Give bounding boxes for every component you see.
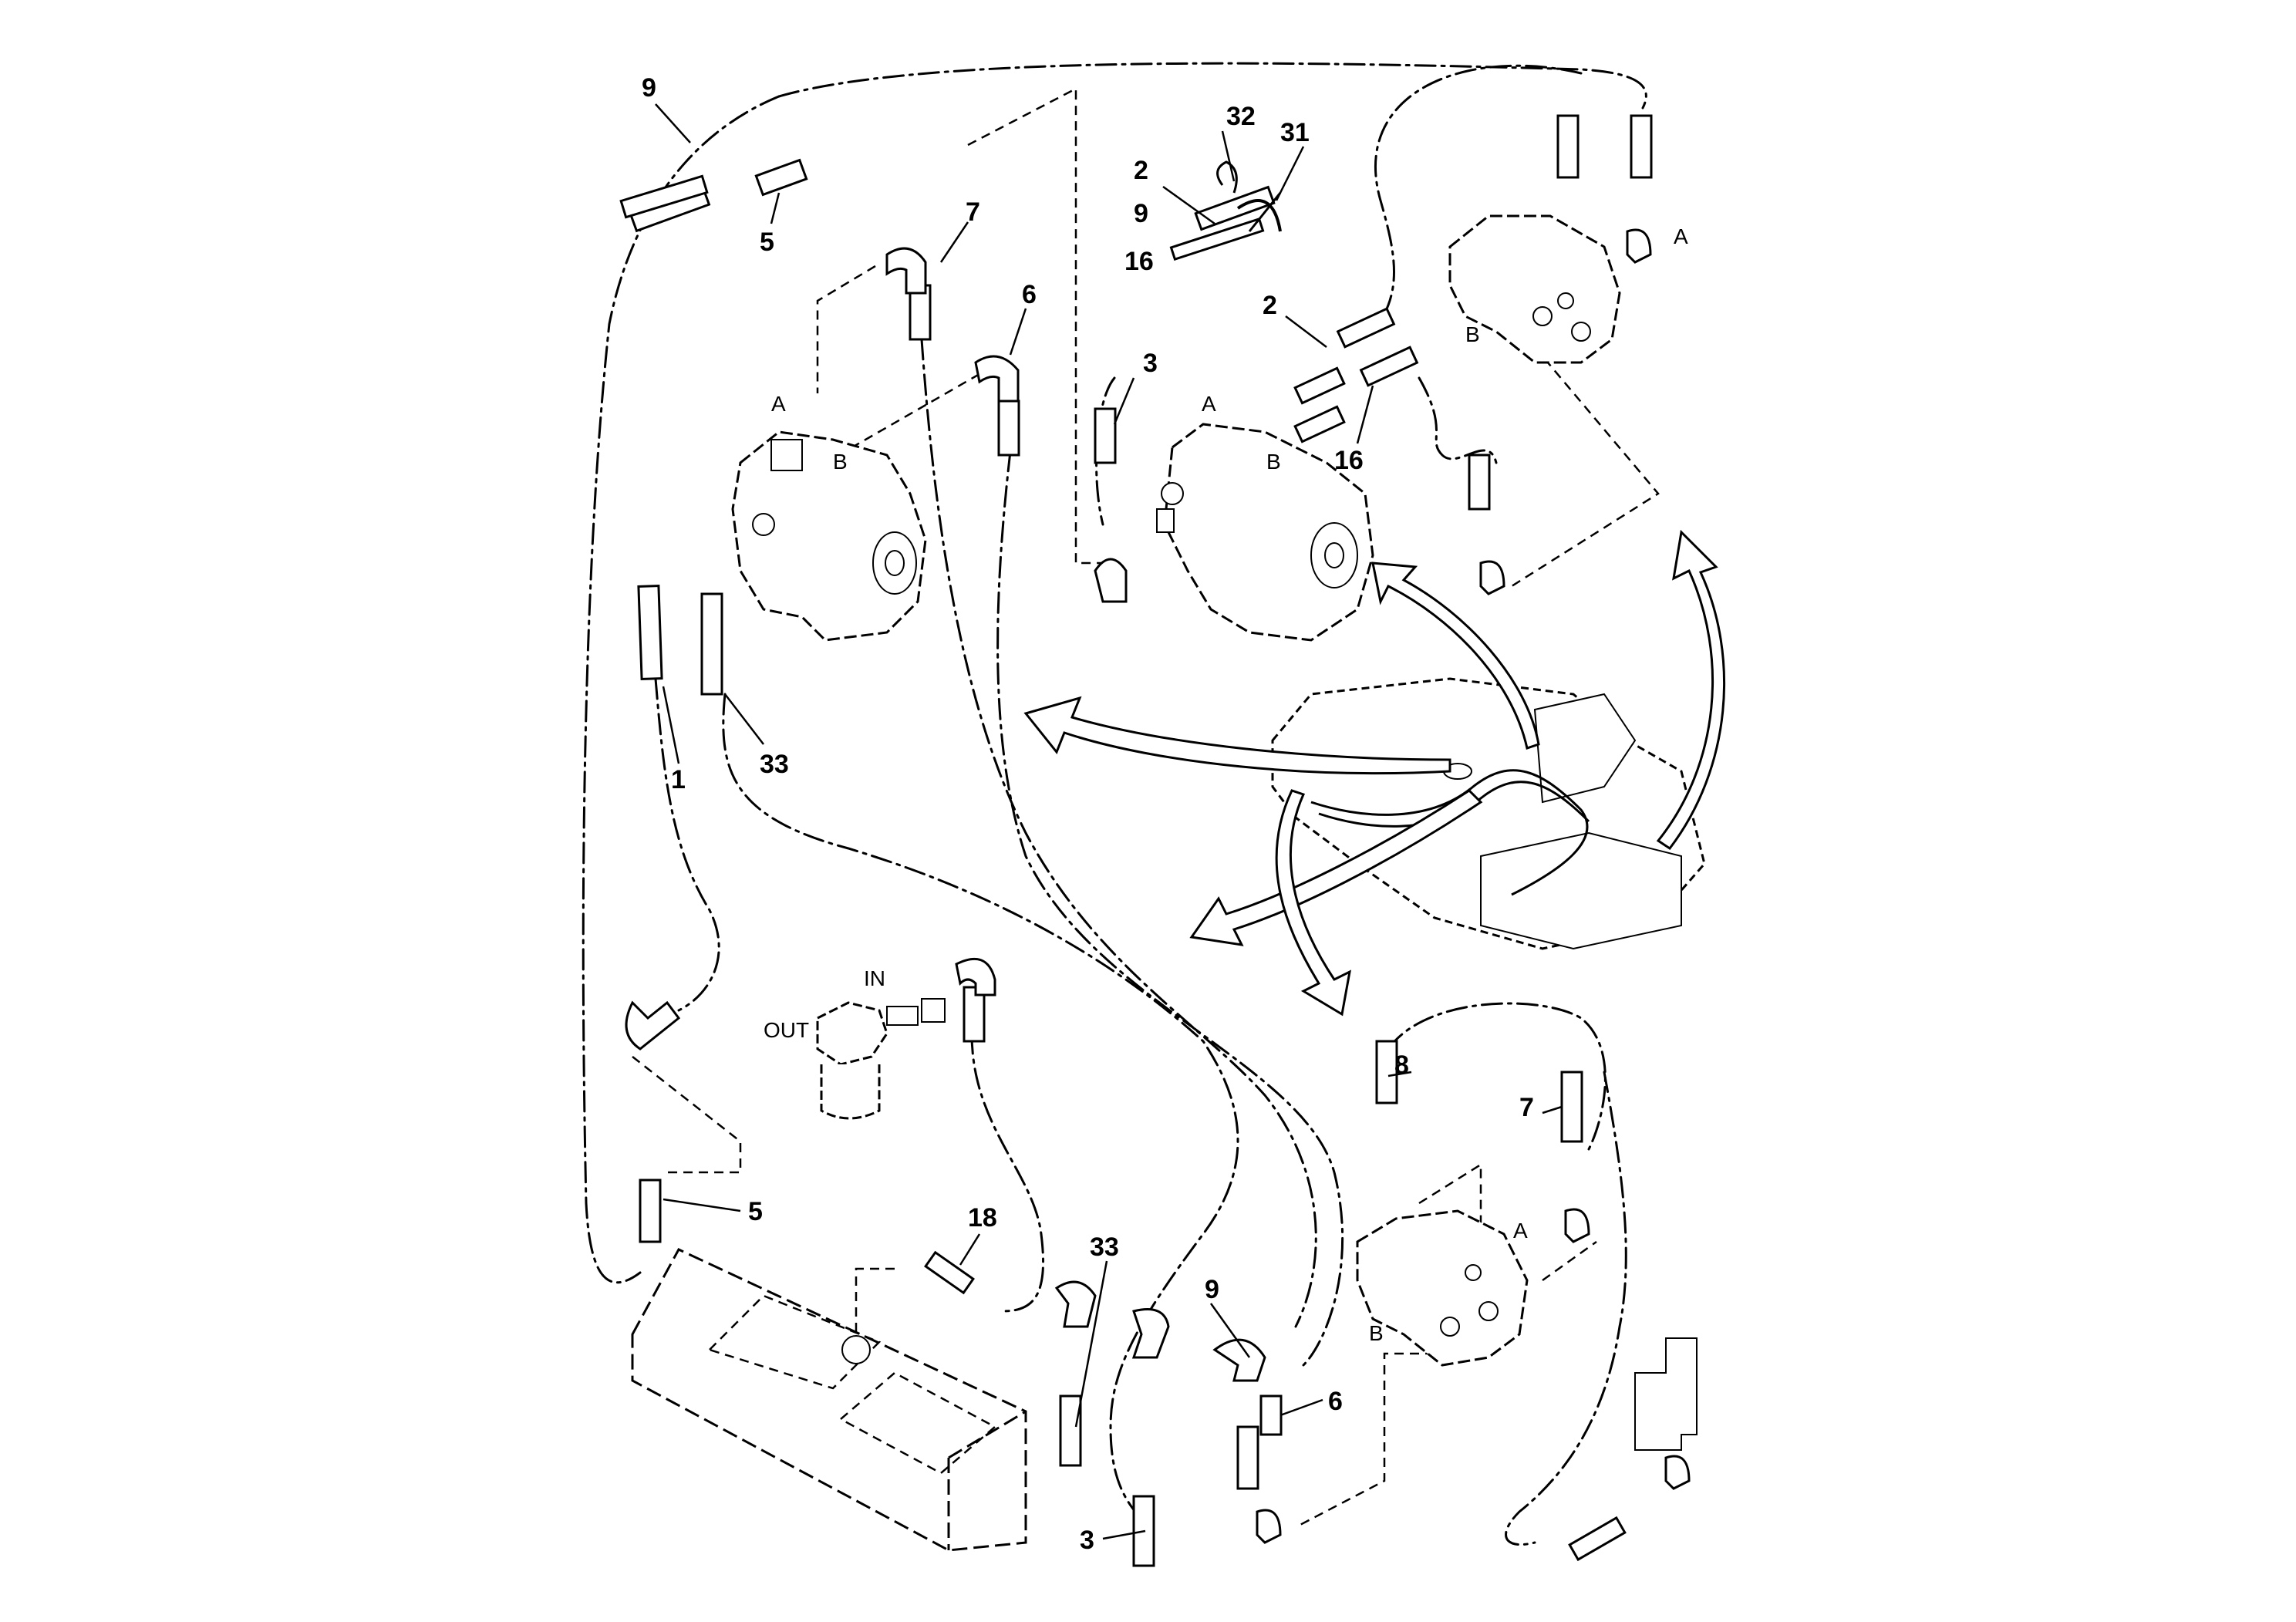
pipe-frames — [632, 86, 1660, 1529]
callout-33-bottom: 33 — [1090, 1233, 1119, 1262]
hose-6-down — [996, 450, 1344, 1367]
callout-7-right: 7 — [1519, 1093, 1534, 1122]
hydraulic-motor-icon — [731, 430, 927, 642]
hose-7-down — [920, 338, 1317, 1328]
callouts: 9 5 7 6 32 31 2 9 16 2 3 16 1 33 8 7 5 1… — [642, 73, 1534, 1555]
hose-fitting-icon — [628, 114, 1653, 1567]
hydraulic-motor-icon — [1156, 423, 1374, 642]
hydraulic-pump-icon — [1448, 214, 1621, 364]
hose-1-down — [654, 677, 720, 1012]
port-b-center-motor: B — [1266, 450, 1281, 474]
frame-line-7-top — [816, 265, 876, 393]
curved-arrow-icon — [1275, 789, 1352, 1017]
hose-top-right-loop — [1371, 64, 1583, 333]
callout-1: 1 — [671, 765, 686, 794]
callout-9-top: 9 — [642, 73, 656, 103]
port-b-top-right: B — [1465, 322, 1480, 346]
hose-left-outer — [582, 95, 781, 1284]
callout-6-bottom: 6 — [1328, 1387, 1343, 1416]
callout-9-mid: 9 — [1134, 199, 1148, 228]
port-a-top-right: A — [1674, 224, 1688, 248]
hose-7-right — [1505, 1071, 1627, 1546]
hose-18-up — [970, 1032, 1045, 1313]
callout-3-bottom: 3 — [1080, 1526, 1094, 1555]
port-filter-out: OUT — [764, 1018, 809, 1042]
port-a-left-motor: A — [771, 392, 786, 416]
frame-line-A-bottom — [1542, 1240, 1597, 1282]
callout-5-top: 5 — [760, 228, 774, 257]
hose-fitting-icon — [619, 160, 1282, 261]
callout-2-mid: 2 — [1263, 291, 1277, 320]
leader-lines — [655, 103, 1563, 1540]
callout-31: 31 — [1280, 118, 1310, 147]
curved-arrow-icon — [1189, 789, 1483, 946]
hose-3-center — [1095, 376, 1116, 526]
callout-7-top: 7 — [966, 197, 980, 227]
machine-assembly — [1271, 677, 1706, 950]
tank-icon — [631, 1248, 1027, 1552]
curved-arrow-icon — [1656, 529, 1726, 851]
hose-33-down — [722, 693, 1239, 1529]
filter-icon — [816, 998, 946, 1120]
port-a-bottom-right: A — [1513, 1219, 1528, 1243]
callout-16-mid: 16 — [1334, 446, 1364, 475]
frame-line-9-top — [967, 86, 1114, 565]
callout-16-top: 16 — [1124, 247, 1154, 276]
bracket-part — [1634, 1337, 1698, 1451]
frame-line-top-right — [1511, 346, 1660, 588]
callout-9-bottom: 9 — [1205, 1275, 1219, 1304]
frame-line-out — [632, 1056, 742, 1174]
hose-outer-loop — [777, 62, 1647, 110]
frame-line-tank — [855, 1267, 895, 1350]
hydraulic-pump-icon — [1356, 1209, 1529, 1367]
callout-3-top: 3 — [1143, 349, 1158, 378]
callout-33-left: 33 — [760, 750, 789, 779]
curved-arrow-icon — [1023, 696, 1451, 775]
port-b-bottom-right: B — [1369, 1321, 1384, 1345]
hose-16-right — [1418, 376, 1498, 464]
hose-8-loop — [1387, 1002, 1607, 1151]
port-b-left-motor: B — [833, 450, 848, 474]
frame-line-8 — [1418, 1162, 1482, 1327]
elbow-fitting-icon — [625, 228, 1691, 1544]
curved-arrow-icon — [1371, 561, 1540, 750]
frame-line-B-bottom — [1295, 1352, 1435, 1529]
callout-32: 32 — [1226, 102, 1256, 131]
callout-5-bottom: 5 — [748, 1197, 763, 1226]
callout-6-top: 6 — [1022, 280, 1037, 309]
port-filter-in: IN — [864, 966, 885, 990]
port-labels: A B A B A B A B IN OUT — [764, 224, 1688, 1345]
callout-18: 18 — [968, 1203, 997, 1233]
callout-8: 8 — [1394, 1050, 1409, 1080]
port-a-center-motor: A — [1202, 392, 1216, 416]
callout-2-top: 2 — [1134, 156, 1148, 185]
